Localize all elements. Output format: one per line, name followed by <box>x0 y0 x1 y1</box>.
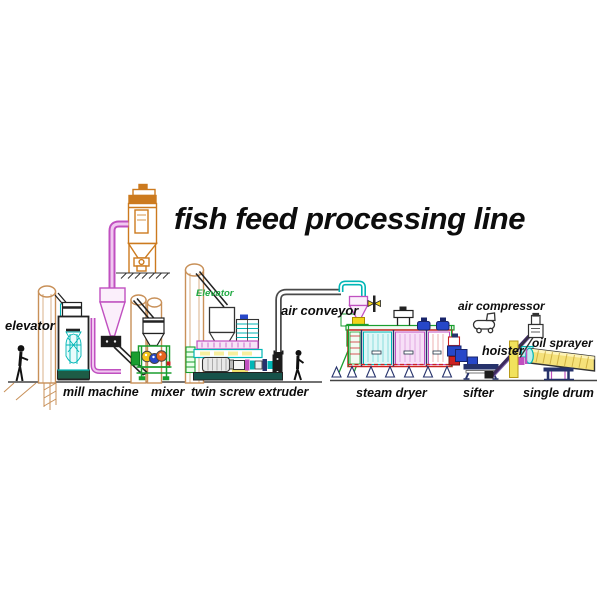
single-drum <box>525 347 596 381</box>
dryer-feet <box>331 365 453 378</box>
collector-pipe <box>108 220 129 289</box>
air-conveyor-pipe <box>273 280 366 355</box>
dryer-exhaust <box>393 306 414 326</box>
steam-dryer <box>331 306 462 378</box>
mixer <box>131 298 172 381</box>
label-oil-sprayer: oil sprayer <box>532 336 593 350</box>
dust-collector <box>116 183 170 279</box>
label-single-drum: single drum <box>523 386 594 400</box>
mill-machine <box>54 292 121 381</box>
label-steam-dryer: steam dryer <box>356 386 427 400</box>
grinder <box>65 331 82 364</box>
person-2 <box>293 350 305 381</box>
person-1 <box>15 345 29 382</box>
label-elevator: elevator <box>5 318 55 333</box>
label-twin-screw-extruder: twin screw extruder <box>191 385 309 399</box>
fan <box>367 295 381 312</box>
ground-hatch <box>116 272 170 279</box>
cyclone-mill <box>99 287 148 376</box>
air-compressor <box>472 312 496 334</box>
oil-sprayer <box>513 312 544 358</box>
extruder-motor <box>201 356 234 373</box>
twin-screw-extruder <box>185 271 283 381</box>
drum-stand <box>543 367 574 381</box>
dryer-section-cyan <box>363 331 392 365</box>
label-mill-machine: mill machine <box>63 385 139 399</box>
label-air-compressor: air compressor <box>458 299 545 313</box>
dryer-section-right <box>428 331 450 365</box>
ground-line <box>3 379 597 410</box>
drum-stripes <box>535 350 589 369</box>
label-elevator-small: Elevator <box>196 288 234 299</box>
dryer-section-magenta <box>395 331 425 365</box>
dryer-motors <box>417 317 450 331</box>
label-air-conveyor: air conveyor <box>281 303 359 318</box>
label-sifter: sifter <box>463 386 494 400</box>
label-hoister: hoister <box>482 344 524 358</box>
page-title: fish feed processing line <box>174 201 525 236</box>
mixer-rotors <box>141 350 171 366</box>
label-mixer: mixer <box>151 385 185 399</box>
